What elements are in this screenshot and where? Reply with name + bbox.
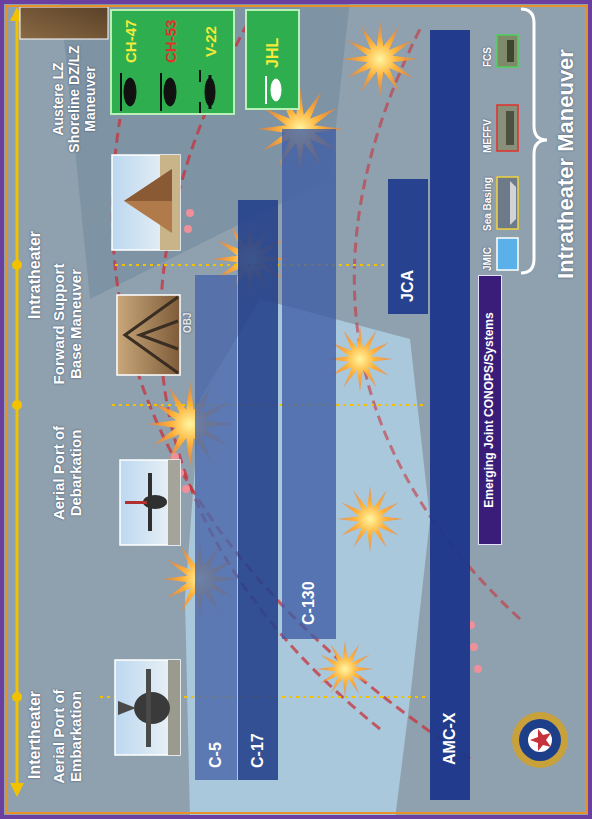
plane-wing <box>146 669 151 747</box>
concepts-box: Emerging Joint CONOPS/Systems <box>478 275 502 545</box>
photo-terrain <box>20 7 108 39</box>
phase-dot <box>12 692 22 702</box>
tent-shape <box>124 169 172 233</box>
explosion-burst <box>326 325 393 392</box>
photo-aircraft <box>120 460 180 545</box>
route-dot <box>182 485 190 493</box>
explosion-burst <box>342 21 419 98</box>
route-dot <box>474 665 482 673</box>
explosion-burst <box>336 485 403 552</box>
aircraft-bar: C-130 <box>282 129 336 639</box>
box-text: C-130 <box>300 581 318 625</box>
box-text: JCA <box>399 270 417 302</box>
map-label: OBJ <box>182 293 194 333</box>
frame-inner <box>6 6 586 813</box>
location-label: Aerial Port of Embarkation <box>50 674 85 799</box>
grouping-bracket <box>521 9 547 273</box>
rotor <box>199 70 201 82</box>
rotor <box>160 73 162 111</box>
rotor <box>120 73 122 111</box>
heavy-lift-box: JHL <box>245 9 300 110</box>
box-text: C-17 <box>249 733 267 768</box>
arrow-head <box>10 783 24 797</box>
helicopter-body <box>124 78 136 106</box>
meffv-icon <box>497 105 518 151</box>
runway-lines <box>125 297 178 373</box>
aircraft-bar: JCA <box>388 179 428 314</box>
box-text: C-5 <box>207 742 225 768</box>
ship-hull <box>510 181 516 225</box>
location-label: Austere LZ Shoreline DZ/LZ Maneuver <box>50 41 98 157</box>
vehicle-body <box>506 111 514 145</box>
explosion-burst <box>316 640 374 698</box>
rotorcraft-box: CH-47 CH-53 V-22 <box>110 9 235 115</box>
rotor <box>199 102 201 114</box>
seal-emblem <box>512 712 568 768</box>
route-dot <box>186 209 194 217</box>
photo-frame <box>115 660 180 755</box>
plane-tail <box>125 501 147 504</box>
system-icons <box>497 35 518 270</box>
route-dot <box>470 643 478 651</box>
box-fill <box>245 9 300 110</box>
phase-dot <box>12 400 22 410</box>
photo-aircraft <box>115 660 180 755</box>
plane-tail <box>118 701 136 715</box>
fcs-icon <box>497 35 518 67</box>
location-label: Forward Support Base Maneuver <box>50 254 85 394</box>
system-label: Sea Basing <box>482 161 494 231</box>
plane-nose <box>134 692 170 724</box>
jmic-icon <box>497 238 518 270</box>
seal-star <box>530 729 551 751</box>
box-text: V-22 <box>202 26 219 57</box>
location-label: Aerial Port of Debarkation <box>50 409 85 537</box>
range-arc <box>112 119 470 759</box>
heavy-lift-icon <box>266 76 281 104</box>
box-text: JHL <box>264 38 282 68</box>
system-label: MEFFV <box>482 103 494 153</box>
photo-ground <box>168 460 180 545</box>
photo-shoreline <box>112 155 180 250</box>
photo-frame <box>112 155 180 250</box>
photo-frame <box>120 460 180 545</box>
system-label: JMIC <box>482 231 494 271</box>
seal-center <box>528 728 552 752</box>
box-fill <box>110 9 235 115</box>
system-label: FCS <box>482 27 494 67</box>
aircraft-bar: C-5 <box>195 275 237 780</box>
sea-basing-icon <box>497 177 518 229</box>
seal-ring <box>512 712 568 768</box>
helicopter-body <box>164 78 176 106</box>
box-text: Emerging Joint CONOPS/Systems <box>483 312 497 507</box>
seal-field <box>519 719 561 761</box>
phase-dot <box>12 260 22 270</box>
helicopter-body <box>271 79 281 101</box>
rotor <box>265 76 267 104</box>
phase-heading: Intratheater <box>26 199 44 319</box>
photo-frame <box>117 295 180 375</box>
helicopter-icons <box>121 70 215 114</box>
vehicle-body <box>507 40 514 62</box>
group-caption: Intratheater Maneuver <box>553 14 578 314</box>
box-text: CH-53 <box>162 20 179 63</box>
tent-shade <box>124 169 172 201</box>
phase-heading: Intertheater <box>26 659 44 779</box>
aircraft-bar: AMC-X <box>430 30 470 800</box>
aircraft-bar: C-17 <box>238 200 278 780</box>
route-dot <box>184 225 192 233</box>
box-text: CH-47 <box>122 20 139 63</box>
photo-airfield <box>117 295 180 375</box>
tiltrotor-wing <box>209 75 212 109</box>
box-text: AMC-X <box>441 713 459 765</box>
